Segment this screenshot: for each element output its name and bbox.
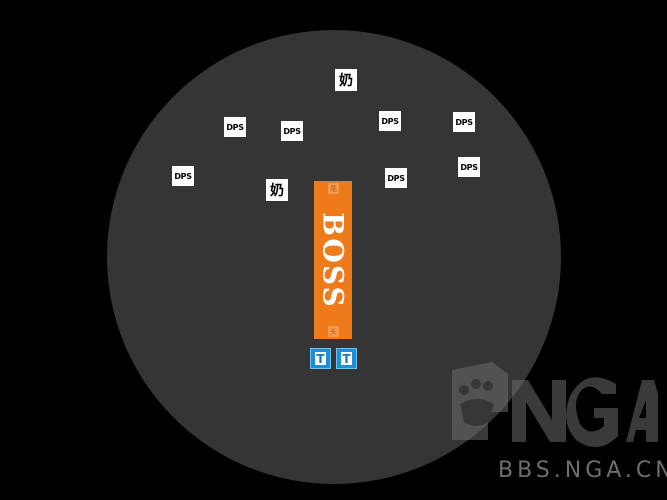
dps-marker: DPS <box>281 121 303 141</box>
nga-logo-watermark <box>452 362 658 448</box>
healer-marker: 奶 <box>335 69 357 91</box>
dps-marker: DPS <box>453 112 475 132</box>
tank-marker: T <box>310 348 331 369</box>
nga-letters <box>512 377 658 448</box>
dps-marker: DPS <box>379 111 401 131</box>
dps-marker: DPS <box>172 166 194 186</box>
tank-marker: T <box>336 348 357 369</box>
boss-unit: 尾 BOSS 头 <box>314 181 352 339</box>
boss-label-text: BOSS <box>316 211 350 309</box>
watermark-url: BBS.NGA.CN <box>498 458 667 483</box>
boss-head-marker: 头 <box>328 326 339 337</box>
dps-marker: DPS <box>458 157 480 177</box>
boss-label: BOSS <box>314 181 352 339</box>
dps-marker: DPS <box>224 117 246 137</box>
paw-icon <box>452 362 508 440</box>
tank-label: T <box>341 351 352 366</box>
boss-tail-marker: 尾 <box>328 183 339 194</box>
dps-marker: DPS <box>385 168 407 188</box>
healer-marker: 奶 <box>266 179 288 201</box>
tank-label: T <box>315 351 326 366</box>
